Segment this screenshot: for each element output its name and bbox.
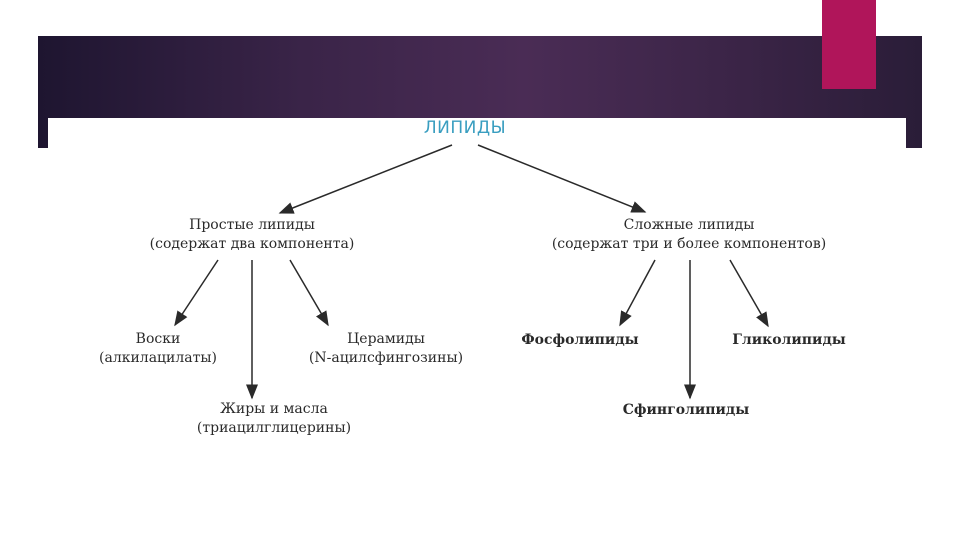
node-sphingolipids: Сфинголипиды bbox=[623, 401, 750, 420]
node-waxes: Воски (алкилацилаты) bbox=[99, 330, 217, 368]
arrow-simple-to-ceramides bbox=[289, 259, 329, 327]
node-simple-lipids-title: Простые липиды bbox=[189, 217, 315, 233]
arrow-complex-to-glycolipids bbox=[729, 259, 769, 328]
node-lipids-label: ЛИПИДЫ bbox=[423, 118, 507, 138]
node-simple-lipids: Простые липиды (содержат два компонента) bbox=[150, 216, 355, 254]
node-ceramides-subtitle: (N-ацилсфингозины) bbox=[308, 350, 464, 366]
node-sphingolipids-title: Сфинголипиды bbox=[622, 402, 750, 418]
node-complex-lipids-subtitle: (содержат три и более компонентов) bbox=[551, 236, 827, 252]
accent-bar bbox=[822, 0, 876, 89]
node-glycolipids-title: Гликолипиды bbox=[732, 332, 846, 348]
arrow-root-to-simple bbox=[278, 144, 453, 214]
node-phospholipids: Фосфолипиды bbox=[521, 331, 638, 350]
node-lipids: ЛИПИДЫ bbox=[424, 119, 506, 138]
node-waxes-title: Воски bbox=[135, 331, 181, 347]
node-fats-title: Жиры и масла bbox=[220, 401, 328, 417]
arrow-complex-to-phospholipids bbox=[619, 259, 656, 327]
node-simple-lipids-subtitle: (содержат два компонента) bbox=[149, 236, 355, 252]
node-ceramides-title: Церамиды bbox=[347, 331, 425, 347]
node-glycolipids: Гликолипиды bbox=[732, 331, 846, 350]
node-waxes-subtitle: (алкилацилаты) bbox=[99, 350, 217, 366]
node-fats-subtitle: (триацилглицерины) bbox=[196, 420, 352, 436]
arrow-simple-to-waxes bbox=[174, 259, 219, 327]
node-ceramides: Церамиды (N-ацилсфингозины) bbox=[309, 330, 463, 368]
node-fats: Жиры и масла (триацилглицерины) bbox=[197, 400, 351, 438]
node-complex-lipids: Сложные липиды (содержат три и более ком… bbox=[552, 216, 826, 254]
content-panel bbox=[48, 118, 906, 158]
arrow-root-to-complex bbox=[477, 144, 647, 213]
node-complex-lipids-title: Сложные липиды bbox=[623, 217, 755, 233]
node-phospholipids-title: Фосфолипиды bbox=[521, 332, 639, 348]
